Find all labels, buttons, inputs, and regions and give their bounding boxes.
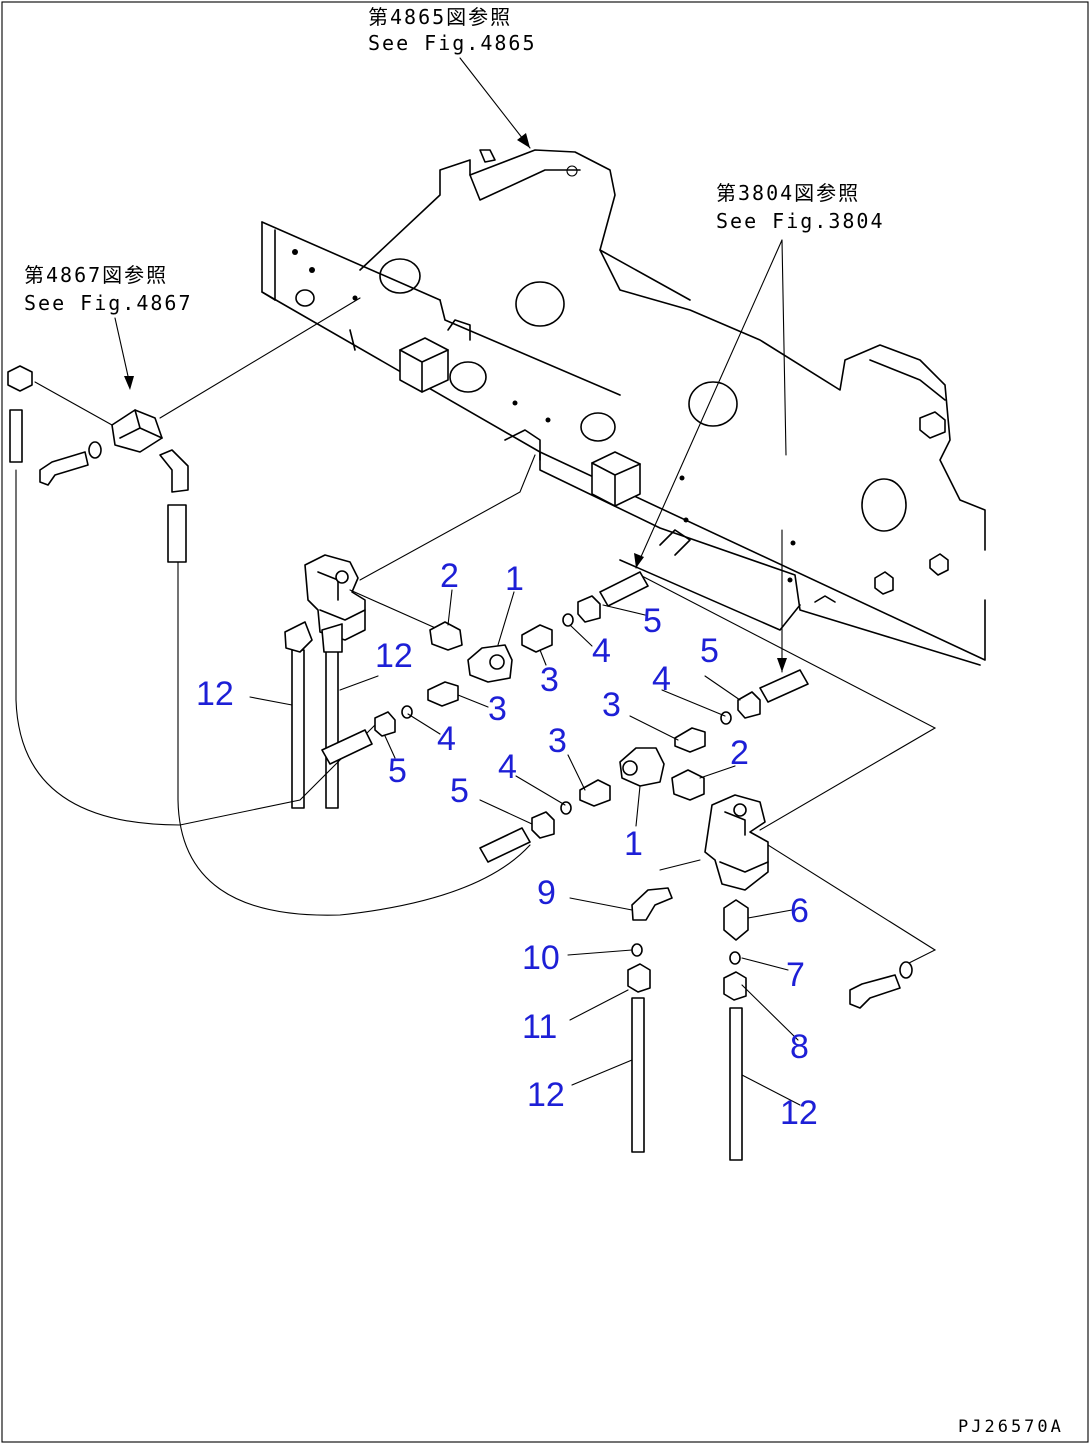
callout-12-lower-right: 12 [780,1094,818,1132]
ref-fig4867-jp: 第4867図参照 [24,263,168,287]
hose-lines [15,454,937,966]
reference-leaders [114,57,787,673]
callout-4-upper: 4 [592,632,611,670]
callout-1-lower: 1 [624,825,643,863]
ref-fig4867-en: See Fig.4867 [24,291,193,315]
callout-5-lower: 5 [450,772,469,810]
callout-leaders [249,589,801,1106]
callout-1-upper: 1 [505,560,524,598]
callout-8: 8 [790,1028,809,1066]
callout-3-left: 3 [488,690,507,728]
callout-4-left: 4 [437,720,456,758]
callout-9: 9 [537,874,556,912]
left-mounting-bracket [7,297,361,563]
left-valve-body [284,554,366,809]
callout-7: 7 [786,956,805,994]
ref-fig4865-en: See Fig.4865 [368,31,537,55]
ref-fig3804-en: See Fig.3804 [716,209,885,233]
callout-3-lower: 3 [548,722,567,760]
callout-4-lower: 4 [498,748,517,786]
callout-5-right: 5 [700,632,719,670]
callout-12-upper-right: 12 [375,637,413,675]
callout-numbers: 2 1 5 12 12 3 4 5 4 3 3 4 5 3 2 4 5 1 9 … [196,557,818,1132]
callout-6: 6 [790,892,809,930]
fittings-middle [321,669,809,765]
fittings-upper [429,571,649,683]
callout-3-upper: 3 [540,661,559,699]
callout-4-right: 4 [652,660,671,698]
right-valve-body [627,794,913,1161]
callout-5-upper: 5 [643,602,662,640]
drawing-code: PJ26570A [958,1417,1064,1437]
callout-12-upper-left: 12 [196,675,234,713]
callout-2-upper: 2 [440,557,459,595]
reference-labels: 第4865図参照 See Fig.4865 第3804図参照 See Fig.3… [24,5,885,315]
callout-2-lower: 2 [730,734,749,772]
ref-fig4865-jp: 第4865図参照 [368,5,512,29]
callout-12-lower-left: 12 [527,1076,565,1114]
callout-3-right: 3 [602,686,621,724]
callout-5-left: 5 [388,752,407,790]
callout-11: 11 [522,1008,557,1046]
ref-fig3804-jp: 第3804図参照 [716,181,860,205]
frame-crossmember [261,149,986,666]
fittings-lower [479,747,705,863]
callout-10: 10 [522,939,560,977]
